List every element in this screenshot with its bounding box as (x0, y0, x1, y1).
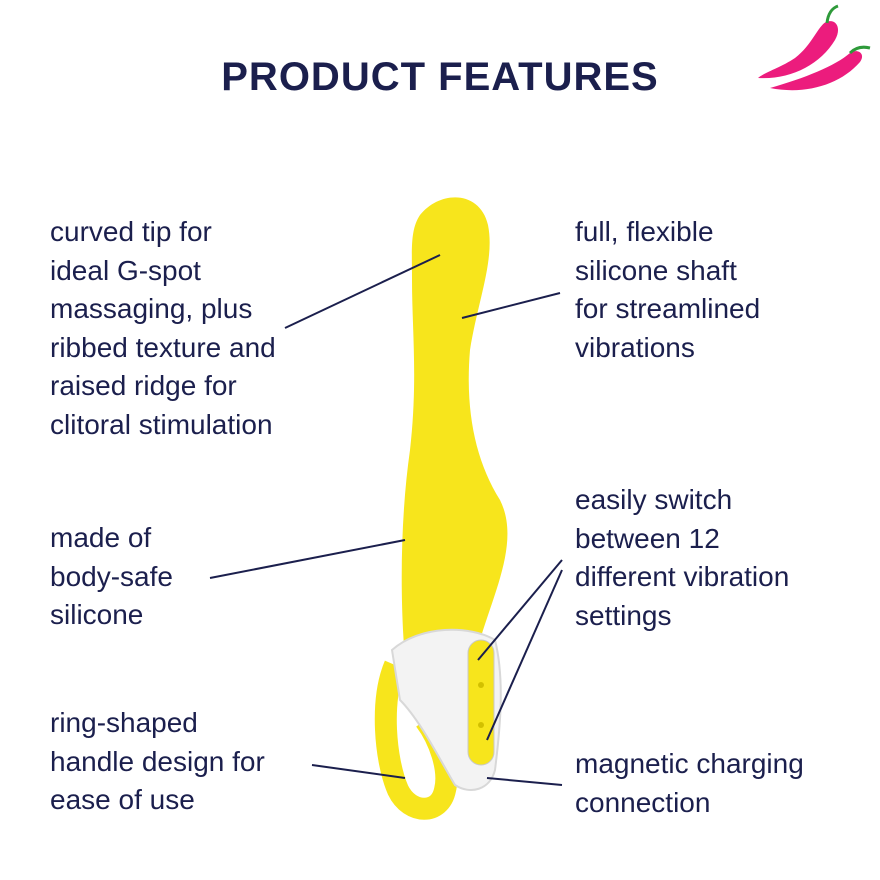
page-title: PRODUCT FEATURES (221, 55, 659, 99)
feature-curved-tip: curved tip for ideal G-spot massaging, p… (50, 216, 276, 440)
feature-flexible-shaft: full, flexible silicone shaft for stream… (575, 216, 761, 363)
callout-lines (209, 254, 563, 786)
chili-pepper-logo (758, 4, 871, 91)
vibrator-image (374, 197, 508, 820)
feature-magnetic-charging: magnetic charging connection (575, 748, 804, 818)
feature-body-safe: made of body-safe silicone (50, 522, 173, 630)
feature-vibration-settings: easily switch between 12 different vibra… (575, 484, 790, 631)
feature-ring-handle: ring-shaped handle design for ease of us… (50, 707, 265, 815)
